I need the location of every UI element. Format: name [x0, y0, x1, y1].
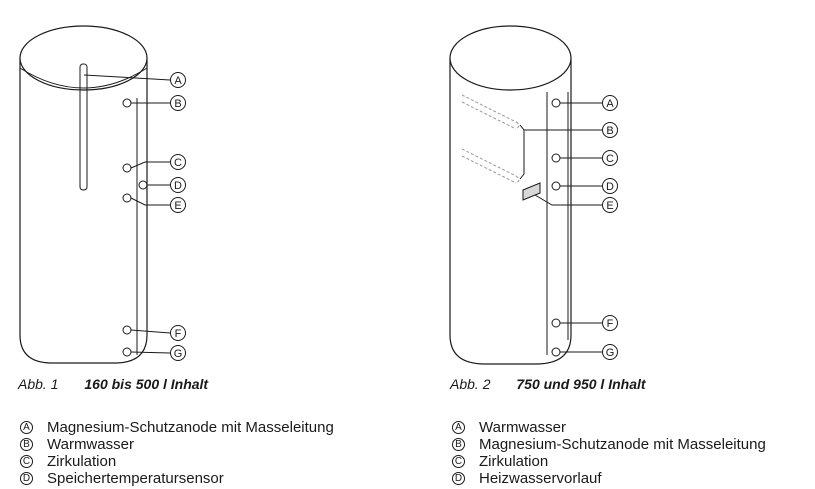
legend-text: Warmwasser — [479, 419, 566, 436]
legend-letter: B — [452, 438, 465, 451]
svg-text:D: D — [174, 180, 182, 192]
svg-text:G: G — [174, 348, 183, 360]
svg-text:B: B — [606, 125, 613, 137]
legend-2-item: C Zirkulation — [452, 453, 766, 470]
legend-1-item: A Magnesium-Schutzanode mit Masseleitung — [20, 419, 334, 436]
callout-A-1: A — [170, 72, 186, 88]
legend-text: Warmwasser — [47, 436, 134, 453]
callout-G-2: G — [602, 344, 618, 360]
callout-D-2: D — [602, 178, 618, 194]
legend-2-item: D Heizwasservorlauf — [452, 470, 766, 487]
tank-drawing-2: A B C D E F G — [449, 25, 618, 365]
legend-letter: D — [452, 472, 465, 485]
svg-text:F: F — [607, 318, 614, 330]
callout-F-1: F — [170, 325, 186, 341]
figure-1-caption: Abb. 1 160 bis 500 l Inhalt — [18, 376, 208, 392]
legend-text: Zirkulation — [479, 453, 549, 470]
figure-2-caption: Abb. 2 750 und 950 l Inhalt — [450, 376, 646, 392]
legend-letter: D — [20, 472, 33, 485]
callout-B-2: B — [602, 122, 618, 138]
legend-text: Zirkulation — [47, 453, 117, 470]
legend-2-item: A Warmwasser — [452, 419, 766, 436]
legend-letter: A — [20, 421, 33, 434]
figure-1-number: Abb. 1 — [18, 376, 59, 392]
callout-E-1: E — [170, 197, 186, 213]
legend-1-item: B Warmwasser — [20, 436, 334, 453]
callout-F-2: F — [602, 315, 618, 331]
legend-2-item: B Magnesium-Schutzanode mit Masseleitung — [452, 436, 766, 453]
legend-2: A Warmwasser B Magnesium-Schutzanode mit M… — [452, 419, 766, 487]
legend-letter: A — [452, 421, 465, 434]
legend-text: Magnesium-Schutzanode mit Masseleitung — [479, 436, 766, 453]
svg-text:A: A — [174, 75, 182, 87]
callout-E-2: E — [602, 197, 618, 213]
svg-text:C: C — [606, 153, 614, 165]
figure-1: A B C D E F G — [0, 0, 260, 370]
legend-text: Speichertemperatursensor — [47, 470, 224, 487]
svg-text:E: E — [174, 200, 181, 212]
callout-D-1: D — [170, 177, 186, 193]
callout-B-1: B — [170, 95, 186, 111]
legend-letter: C — [20, 455, 33, 468]
figure-2-number: Abb. 2 — [450, 376, 491, 392]
svg-text:G: G — [606, 347, 615, 359]
legend-letter: B — [20, 438, 33, 451]
callout-G-1: G — [170, 345, 186, 361]
figure-2-title: 750 und 950 l Inhalt — [516, 376, 646, 392]
svg-text:D: D — [606, 181, 614, 193]
callout-C-1: C — [170, 154, 186, 170]
callout-C-2: C — [602, 150, 618, 166]
tank-drawing-1: A B C D E F G — [19, 25, 186, 364]
legend-letter: C — [452, 455, 465, 468]
svg-text:B: B — [174, 98, 181, 110]
figure-1-title: 160 bis 500 l Inhalt — [84, 376, 209, 392]
legend-1-item: D Speichertemperatursensor — [20, 470, 334, 487]
svg-text:E: E — [606, 200, 613, 212]
svg-text:A: A — [606, 98, 614, 110]
legend-1-item: C Zirkulation — [20, 453, 334, 470]
svg-text:C: C — [174, 157, 182, 169]
figure-2: A B C D E F G — [440, 0, 700, 370]
svg-text:F: F — [175, 328, 182, 340]
callout-A-2: A — [602, 95, 618, 111]
legend-text: Heizwasservorlauf — [479, 470, 602, 487]
legend-text: Magnesium-Schutzanode mit Masseleitung — [47, 419, 334, 436]
